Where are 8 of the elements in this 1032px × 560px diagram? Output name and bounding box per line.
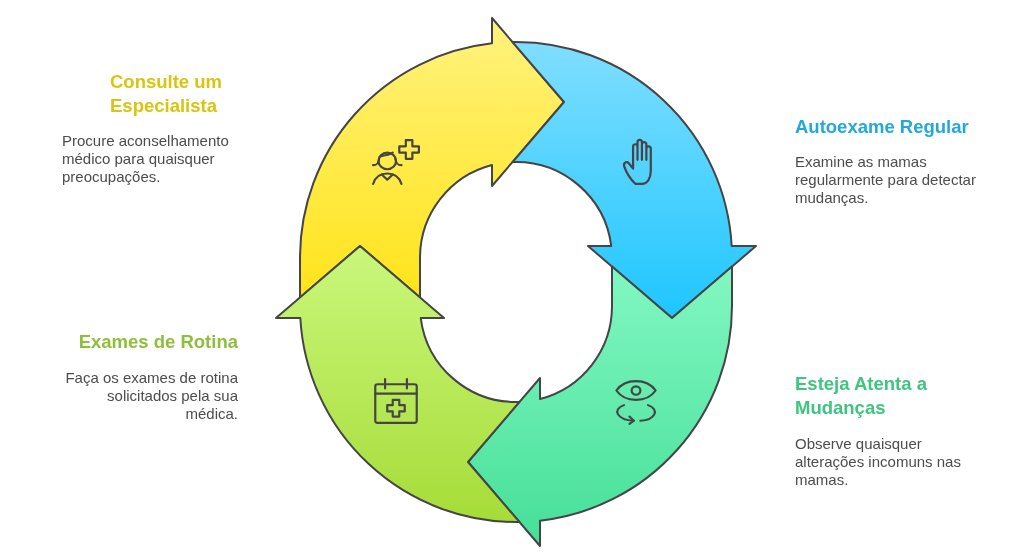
step-heading: Exames de Rotina [77,330,238,354]
step-description: Faça os exames de rotina solicitados pela sua médica. [64,369,238,423]
step-heading: Consulte um Especialista [110,70,224,118]
step-heading: Autoexame Regular [795,115,970,139]
step-description: Observe quaisquer alterações incomuns nas mamas. [795,435,962,489]
step-heading: Esteja Atenta a Mudanças [795,372,928,420]
step-description: Examine as mamas regularmente para detectar mudanças. [795,153,977,207]
step-description: Procure aconselhamento médico para quaisquer preocupações. [62,132,230,186]
